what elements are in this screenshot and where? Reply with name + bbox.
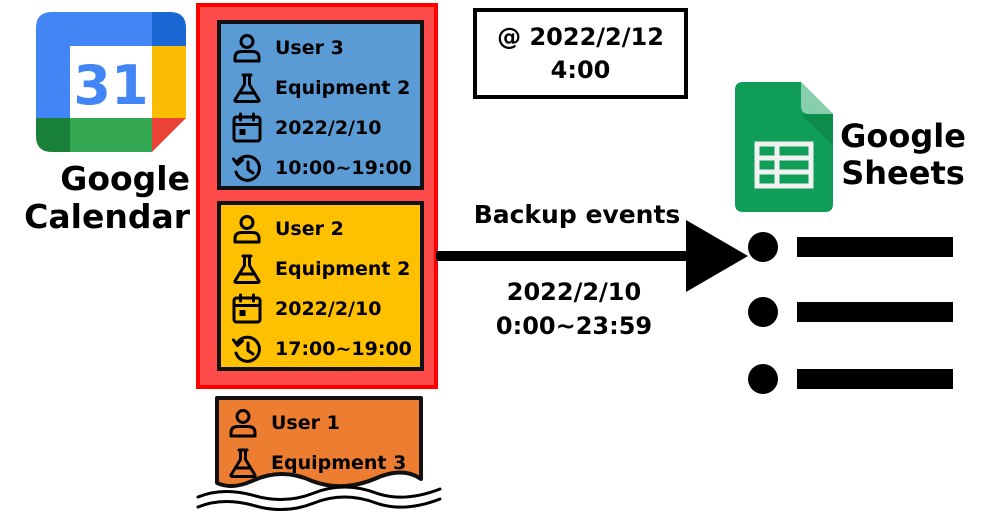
google-sheets-title-line1: Google bbox=[840, 117, 966, 155]
backup-range: 2022/2/10 0:00~23:59 bbox=[474, 276, 674, 343]
backup-range-date: 2022/2/10 bbox=[506, 278, 642, 306]
backup-arrow-icon bbox=[436, 220, 748, 292]
event-date-label: 2022/2/10 bbox=[275, 117, 382, 139]
event-card-user1-content: User 1 Equipment 3 bbox=[227, 403, 427, 483]
backup-events-label: Backup events bbox=[473, 200, 681, 229]
event-card-user1-torn bbox=[196, 396, 442, 512]
backup-range-time: 0:00~23:59 bbox=[495, 311, 653, 340]
user-icon bbox=[231, 32, 263, 64]
event-user-row: User 1 bbox=[227, 403, 427, 443]
event-equipment-row: Equipment 3 bbox=[227, 443, 427, 483]
google-sheets-logo-icon bbox=[735, 82, 833, 212]
event-time-label: 10:00~19:00 bbox=[275, 157, 412, 179]
clock-history-icon bbox=[231, 333, 263, 365]
flask-icon bbox=[231, 253, 263, 285]
event-user-label: User 3 bbox=[275, 37, 344, 59]
event-user-row: User 3 bbox=[231, 28, 420, 68]
event-user-row: User 2 bbox=[231, 209, 420, 249]
event-date-row: 2022/2/10 bbox=[231, 108, 420, 148]
calendar-day-number: 31 bbox=[73, 54, 148, 117]
event-equipment-row: Equipment 2 bbox=[231, 68, 420, 108]
event-date-row: 2022/2/10 bbox=[231, 289, 420, 329]
google-calendar-logo-icon: 31 bbox=[36, 12, 186, 152]
event-equipment-row: Equipment 2 bbox=[231, 249, 420, 289]
event-user-label: User 2 bbox=[275, 218, 344, 240]
event-equipment-label: Equipment 2 bbox=[275, 77, 411, 99]
user-icon bbox=[227, 407, 259, 439]
event-time-row: 17:00~19:00 bbox=[231, 329, 420, 369]
schedule-date: @ 2022/2/12 bbox=[497, 23, 664, 52]
event-card-user2: User 2 Equipment 2 2022/2/10 17:00~19:00 bbox=[217, 201, 424, 371]
calendar-icon bbox=[231, 293, 263, 325]
calendar-icon bbox=[231, 112, 263, 144]
schedule-time-box: @ 2022/2/12 4:00 bbox=[473, 8, 688, 99]
bullet-list-icon bbox=[748, 232, 953, 394]
google-calendar-title-line1: Google bbox=[60, 159, 190, 198]
event-equipment-label: Equipment 2 bbox=[275, 258, 411, 280]
user-icon bbox=[231, 213, 263, 245]
event-time-row: 10:00~19:00 bbox=[231, 148, 420, 188]
event-date-label: 2022/2/10 bbox=[275, 298, 382, 320]
flask-icon bbox=[231, 72, 263, 104]
schedule-time: 4:00 bbox=[550, 55, 611, 84]
event-equipment-label: Equipment 3 bbox=[271, 452, 407, 474]
google-calendar-title-line2: Calendar bbox=[24, 196, 190, 236]
flask-icon bbox=[227, 447, 259, 479]
event-card-user3: User 3 Equipment 2 2022/2/10 10:00~19:00 bbox=[217, 20, 424, 190]
google-sheets-title-line2: Sheets bbox=[841, 153, 965, 192]
event-user-label: User 1 bbox=[271, 412, 340, 434]
clock-history-icon bbox=[231, 152, 263, 184]
event-time-label: 17:00~19:00 bbox=[275, 338, 412, 360]
google-sheets-title: Google Sheets bbox=[838, 118, 968, 192]
google-calendar-title: Google Calendar bbox=[20, 160, 190, 236]
